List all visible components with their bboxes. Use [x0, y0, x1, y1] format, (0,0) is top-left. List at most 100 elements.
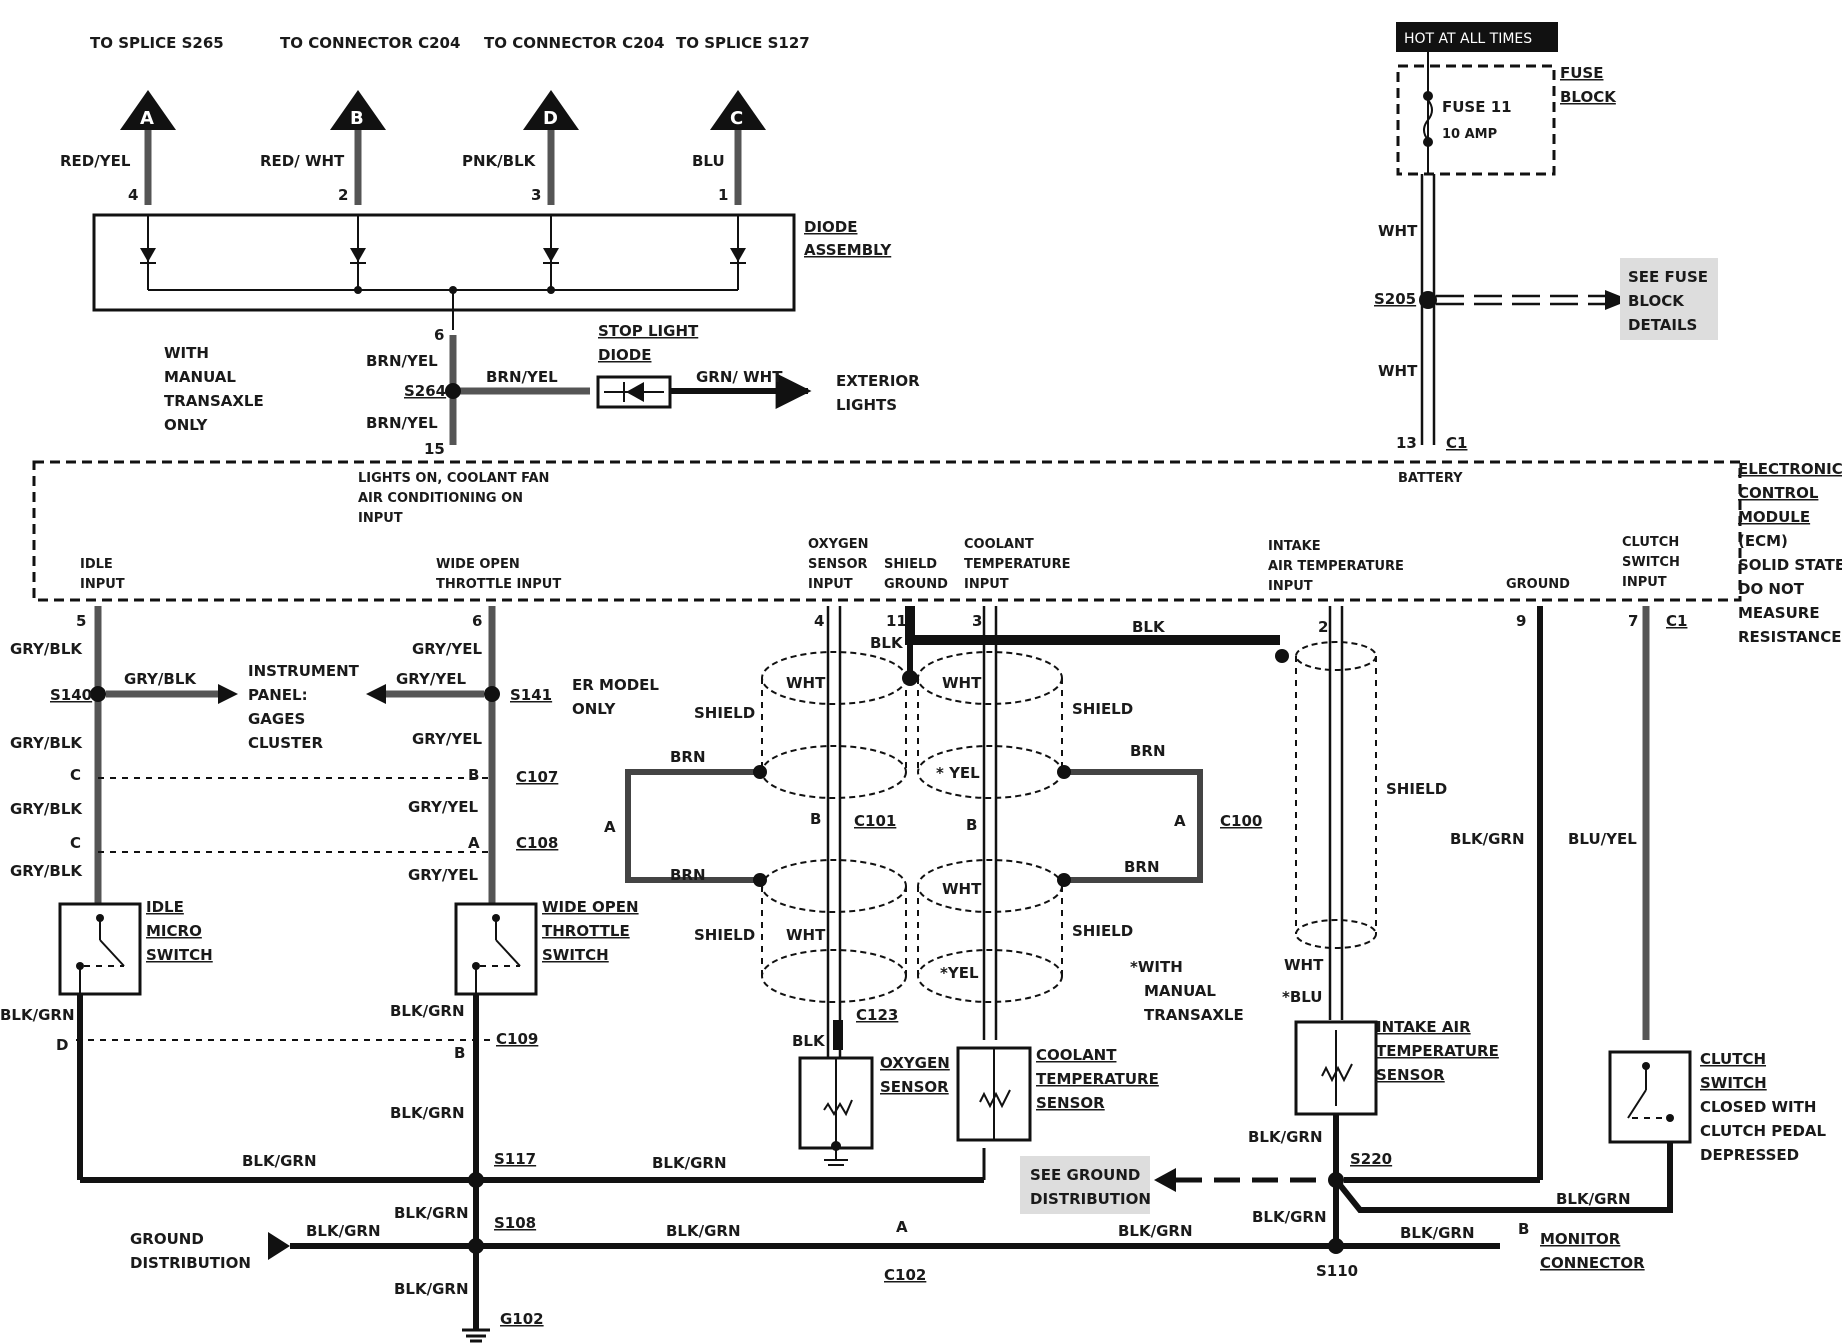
ecm-lights-on-1: LIGHTS ON, COOLANT FAN	[358, 471, 549, 486]
splice-s264: S264	[404, 382, 446, 400]
idle-micro-switch-3: SWITCH	[146, 946, 213, 964]
clutch-switch-2: SWITCH	[1700, 1074, 1767, 1092]
ecm-clutch-3: INPUT	[1622, 575, 1667, 590]
battery-wire	[1419, 174, 1630, 445]
ref-splice-s265: TO SPLICE S265	[90, 34, 224, 52]
wire-label-brn-yel-2: BRN/YEL	[486, 368, 558, 386]
monitor-connector-2: CONNECTOR	[1540, 1254, 1645, 1272]
wire-label-wht-2: WHT	[1378, 362, 1418, 380]
connector-c1-top: C1	[1446, 434, 1467, 452]
wire-label-yel-star-1: * YEL	[936, 764, 980, 782]
wire-label-blk-grn-7: BLK/GRN	[306, 1222, 381, 1240]
fuse-11-symbol	[1423, 99, 1433, 141]
coolant-sensor-1: COOLANT	[1036, 1046, 1117, 1064]
coolant-sensor	[956, 1046, 1032, 1142]
ecm-pin-4: 4	[814, 612, 824, 630]
wot-switch-3: SWITCH	[542, 946, 609, 964]
clutch-switch-1: CLUTCH	[1700, 1050, 1766, 1068]
manual-only-1: WITH	[164, 344, 209, 362]
ground-g102: G102	[500, 1310, 544, 1328]
ecm-iat-2: AIR TEMPERATURE	[1268, 559, 1404, 574]
fuse-block-label-2: BLOCK	[1560, 88, 1617, 106]
wire-label-brn-1: BRN	[670, 748, 706, 766]
ecm-coolant-1: COOLANT	[964, 537, 1034, 552]
monitor-connector-1: MONITOR	[1540, 1230, 1621, 1248]
arrow-c: C	[710, 90, 766, 130]
exterior-lights-2: LIGHTS	[836, 396, 897, 414]
ecm-pin-6: 6	[472, 612, 482, 630]
ecm-lights-on-2: AIR CONDITIONING ON	[358, 491, 523, 506]
connector-c108: C108	[516, 834, 558, 852]
wire-label-blk-shield: BLK	[870, 634, 904, 652]
shield-label-4: SHIELD	[1072, 922, 1133, 940]
s264-wires	[445, 335, 812, 445]
wire-label-brn-yel-1: BRN/YEL	[366, 352, 438, 370]
splice-s110: S110	[1316, 1262, 1358, 1280]
wire-label-blu-star: *BLU	[1282, 988, 1322, 1006]
ecm-coolant-2: TEMPERATURE	[964, 557, 1070, 572]
diode-assembly-label-2: ASSEMBLY	[804, 241, 892, 259]
pin-d: D	[56, 1036, 68, 1054]
wire-label-blk-grn-iat-1: BLK/GRN	[1248, 1128, 1323, 1146]
ecm-label-7: MEASURE	[1738, 604, 1820, 622]
ecm-label-6: DO NOT	[1738, 580, 1805, 598]
wire-label-blu-yel: BLU/YEL	[1568, 830, 1637, 848]
manual-only-4: ONLY	[164, 416, 209, 434]
instrument-panel-3: GAGES	[248, 710, 305, 728]
stop-light-diode-2: DIODE	[598, 346, 651, 364]
iat-sensor-1: INTAKE AIR	[1376, 1018, 1471, 1036]
pin-b-c107: B	[468, 766, 479, 784]
ecm-wot-2: THROTTLE INPUT	[436, 577, 561, 592]
manual-only-2: MANUAL	[164, 368, 236, 386]
wire-label-blk-grn-4: BLK/GRN	[242, 1152, 317, 1170]
wire-label-brn-3: BRN	[670, 866, 706, 884]
ref-connector-c204-a: TO CONNECTOR C204	[280, 34, 460, 52]
ecm-o2-3: INPUT	[808, 577, 853, 592]
wire-label-wht-o2-1: WHT	[786, 674, 826, 692]
clutch-switch-5: DEPRESSED	[1700, 1146, 1799, 1164]
ecm-idle-1: IDLE	[80, 557, 113, 572]
with-manual-transaxle-2: MANUAL	[1144, 982, 1216, 1000]
ecm-iat-3: INPUT	[1268, 579, 1313, 594]
wire-label-gry-yel-5: GRY/YEL	[408, 866, 478, 884]
ecm-o2-2: SENSOR	[808, 557, 868, 572]
shield-label-2: SHIELD	[1072, 700, 1133, 718]
oxygen-sensor	[798, 1056, 874, 1166]
ecm-coolant-3: INPUT	[964, 577, 1009, 592]
ecm-shield-gnd-2: GROUND	[884, 577, 948, 592]
ecm-label-4: (ECM)	[1738, 532, 1788, 550]
pin-c-1: C	[70, 766, 81, 784]
splice-s117: S117	[494, 1150, 536, 1168]
splice-s108: S108	[494, 1214, 536, 1232]
er-model-2: ONLY	[572, 700, 617, 718]
wire-label-blk-grn-3: BLK/GRN	[390, 1104, 465, 1122]
wire-label-gry-blk-4: GRY/BLK	[10, 800, 83, 818]
ground-distribution-2: DISTRIBUTION	[130, 1254, 251, 1272]
splice-s220: S220	[1350, 1150, 1392, 1168]
see-fuse-block-1: SEE FUSE	[1628, 268, 1708, 286]
ecm-label-5: SOLID STATE	[1738, 556, 1842, 574]
wire-label-blu: BLU	[692, 152, 725, 170]
pin-3: 3	[531, 186, 541, 204]
wire-label-blk-grn-8: BLK/GRN	[666, 1222, 741, 1240]
splice-s141: S141	[510, 686, 552, 704]
ecm-pin-11: 11	[886, 612, 907, 630]
shield-cylinders	[625, 651, 1203, 1003]
splice-s205: S205	[1374, 290, 1416, 308]
see-fuse-block-3: DETAILS	[1628, 316, 1697, 334]
battery-label: BATTERY	[1398, 471, 1463, 486]
ref-connector-c204-b: TO CONNECTOR C204	[484, 34, 664, 52]
coolant-sensor-3: SENSOR	[1036, 1094, 1105, 1112]
er-model-1: ER MODEL	[572, 676, 659, 694]
see-ground-1: SEE GROUND	[1030, 1166, 1140, 1184]
pin-b-c101: B	[810, 810, 821, 828]
ecm-pin-5: 5	[76, 612, 86, 630]
arrow-a: A	[120, 90, 176, 130]
pin-c-2: C	[70, 834, 81, 852]
wire-label-blk-grn-gnd: BLK/GRN	[1450, 830, 1525, 848]
wire-label-red-wht: RED/ WHT	[260, 152, 345, 170]
see-fuse-block-box	[1620, 258, 1718, 340]
ecm-label-1: ELECTRONIC	[1738, 460, 1842, 478]
connector-c123: C123	[856, 1006, 898, 1024]
